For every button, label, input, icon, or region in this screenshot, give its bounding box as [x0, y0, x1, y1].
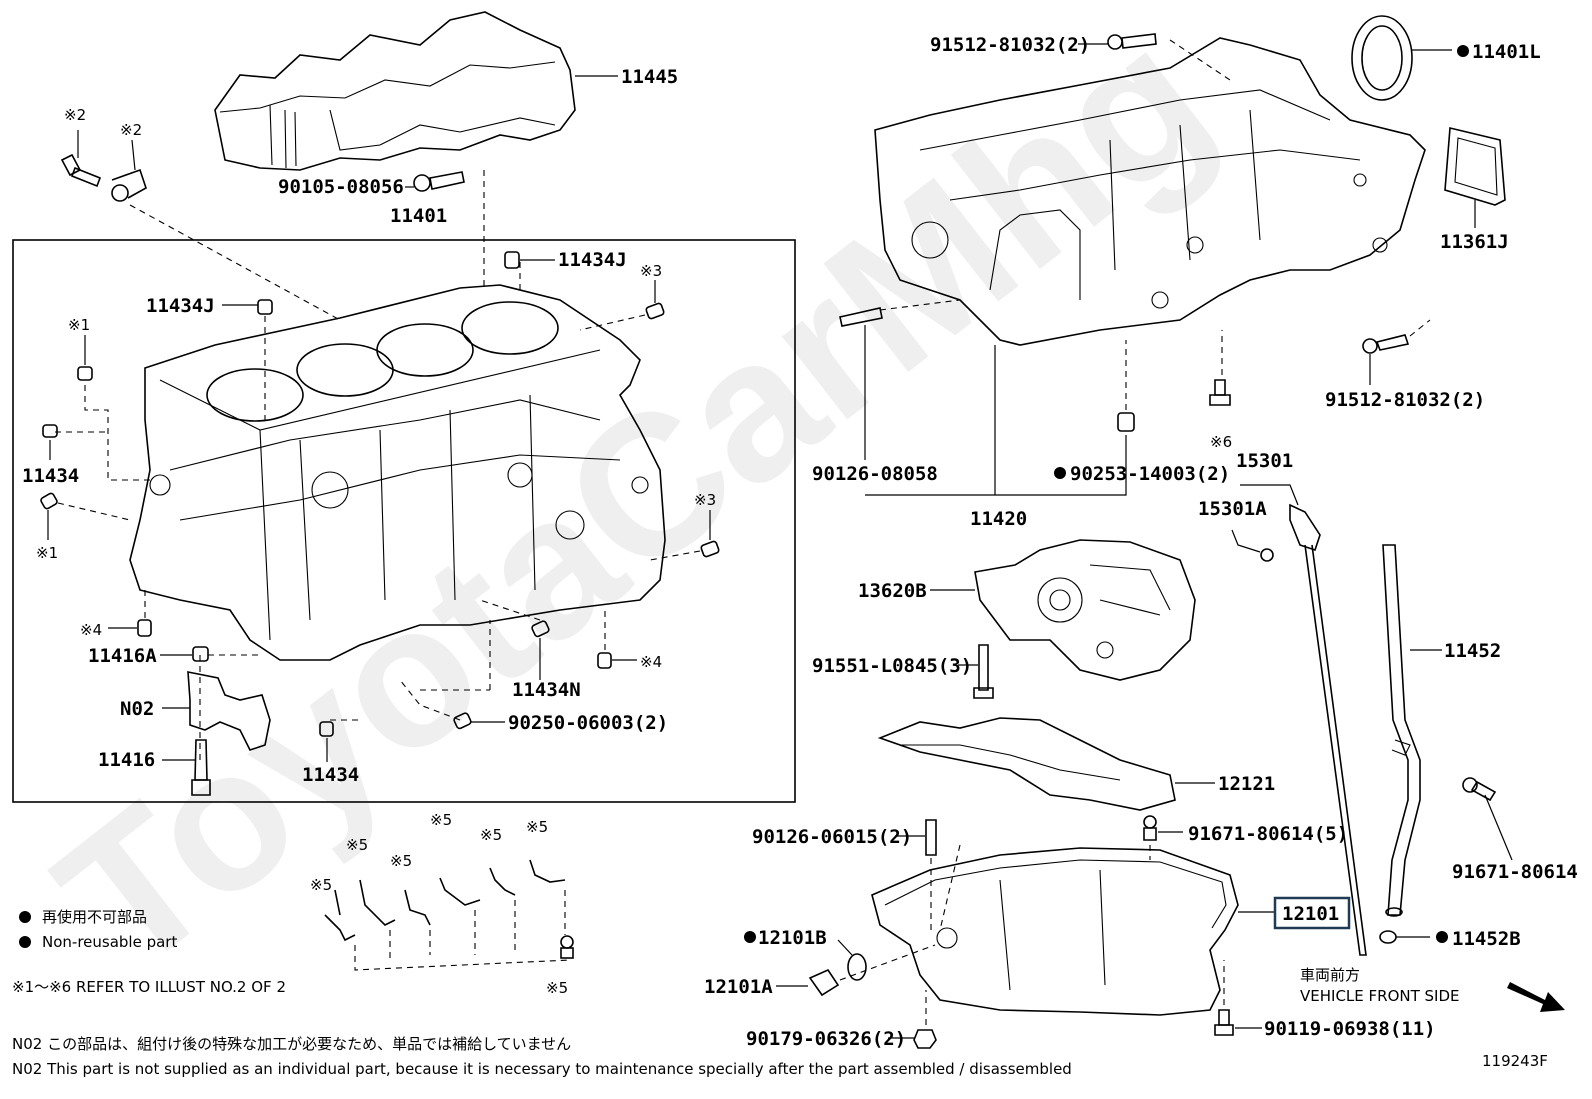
label-91512-a[interactable]: 91512-81032(2) — [930, 34, 1090, 56]
refmark-4a: ※4 — [80, 621, 102, 639]
gauge-guide-11452 — [1382, 544, 1421, 917]
label-91671-80614-5[interactable]: 91671-80614(5) — [1188, 823, 1348, 845]
label-11416[interactable]: 11416 — [98, 749, 155, 771]
refmark-5a: ※5 — [430, 811, 452, 829]
label-11434-a[interactable]: 11434 — [22, 465, 79, 487]
refmark-5f: ※5 — [310, 876, 332, 894]
legend-en: Non-reusable part — [42, 933, 177, 951]
label-11434J-b[interactable]: 11434J — [146, 295, 215, 317]
cover-11361J — [1444, 127, 1506, 206]
refmark-3b: ※3 — [694, 491, 716, 509]
oil-seal-11401L — [1351, 15, 1413, 101]
drain-plug-12101A — [808, 968, 840, 997]
block-frame — [12, 239, 796, 803]
refmark-6: ※6 — [1210, 433, 1232, 451]
bolt-91512-right — [1362, 334, 1410, 354]
label-90105-08056[interactable]: 90105-08056 — [278, 176, 404, 198]
oil-pump-13620B — [974, 539, 1196, 681]
bolt-91671-5 — [1143, 815, 1157, 841]
bolt-91512-top — [1107, 33, 1157, 50]
label-11445[interactable]: 11445 — [621, 66, 678, 88]
label-11452[interactable]: 11452 — [1444, 640, 1501, 662]
nut-90179 — [913, 1029, 937, 1049]
label-13620B[interactable]: 13620B — [858, 580, 927, 602]
label-11434N[interactable]: 11434N — [512, 679, 581, 701]
label-90119-06938[interactable]: 90119-06938(11) — [1264, 1018, 1436, 1040]
label-90253-14003[interactable]: 90253-14003(2) — [1070, 463, 1230, 485]
label-N02[interactable]: N02 — [120, 698, 154, 720]
bolt-ref2 — [60, 153, 147, 202]
label-12101A[interactable]: 12101A — [704, 976, 773, 998]
note-n02-jp: N02 この部品は、組付け後の特殊な加工が必要なため、単品では補給していません — [12, 1035, 571, 1053]
dowel-90253 — [1117, 412, 1135, 432]
stud-90126-06015 — [925, 819, 937, 856]
label-90126-08058[interactable]: 90126-08058 — [812, 463, 938, 485]
gasket-12101B — [847, 953, 867, 981]
refmark-5c: ※5 — [480, 826, 502, 844]
label-12101[interactable]: 12101 — [1282, 903, 1339, 925]
legend-refer: ※1～※6 REFER TO ILLUST NO.2 OF 2 — [12, 978, 286, 996]
legend-jp: 再使用不可部品 — [42, 908, 147, 926]
label-11420[interactable]: 11420 — [970, 508, 1027, 530]
front-arrow-icon — [1507, 982, 1565, 1012]
bolt-91671 — [1462, 777, 1497, 802]
label-11434J-a[interactable]: 11434J — [558, 249, 627, 271]
baffle-plate-12121 — [877, 717, 1176, 811]
bolt-ref6 — [1209, 379, 1231, 406]
label-11361J[interactable]: 11361J — [1440, 231, 1509, 253]
bolt-90105 — [413, 171, 465, 192]
o-ring-11452B — [1379, 930, 1397, 944]
bolt-90119 — [1214, 1009, 1234, 1036]
label-15301[interactable]: 15301 — [1236, 450, 1293, 472]
label-91551-L0845[interactable]: 91551-L0845(3) — [812, 655, 972, 677]
label-11401[interactable]: 11401 — [390, 205, 447, 227]
refmark-4b: ※4 — [640, 653, 662, 671]
note-n02-en: N02 This part is not supplied as an indi… — [12, 1060, 1072, 1078]
label-11401L[interactable]: 11401L — [1472, 41, 1541, 63]
bolt-91551 — [973, 644, 994, 699]
front-jp: 車両前方 — [1300, 966, 1360, 984]
refmark-2b: ※2 — [120, 121, 142, 139]
oil-jets-ref5 — [324, 859, 574, 959]
refmark-5g: ※5 — [546, 979, 568, 997]
front-en: VEHICLE FRONT SIDE — [1300, 987, 1460, 1005]
legend-dot-2 — [19, 936, 31, 948]
bolt-11416 — [191, 739, 211, 796]
legend-dot — [19, 911, 31, 923]
oil-pan-12101 — [871, 847, 1239, 1016]
refmark-1b: ※1 — [36, 544, 58, 562]
bearing-cap-N02 — [187, 671, 271, 751]
label-90250-06003[interactable]: 90250-06003(2) — [508, 712, 668, 734]
cylinder-block — [129, 284, 666, 661]
illust-id: 119243F — [1482, 1052, 1548, 1070]
label-91671-80614[interactable]: 91671-80614 — [1452, 861, 1578, 883]
label-11416A[interactable]: 11416A — [88, 645, 157, 667]
refmark-5e: ※5 — [390, 852, 412, 870]
crankcase-11420 — [874, 37, 1426, 346]
refmark-2a: ※2 — [64, 106, 86, 124]
refmark-5b: ※5 — [526, 818, 548, 836]
label-11452B[interactable]: 11452B — [1452, 928, 1521, 950]
label-91512-b[interactable]: 91512-81032(2) — [1325, 389, 1485, 411]
dipstick-15301 — [1260, 503, 1367, 956]
refmark-3a: ※3 — [640, 262, 662, 280]
highlight-box-12101 — [1273, 896, 1351, 930]
label-15301A[interactable]: 15301A — [1198, 498, 1267, 520]
label-90126-06015[interactable]: 90126-06015(2) — [752, 826, 912, 848]
label-11434-b[interactable]: 11434 — [302, 764, 359, 786]
label-12101B[interactable]: 12101B — [758, 927, 827, 949]
stud-90126-08058 — [839, 307, 883, 327]
refmark-5d: ※5 — [346, 836, 368, 854]
refmark-1a: ※1 — [68, 316, 90, 334]
label-90179-06326[interactable]: 90179-06326(2) — [746, 1028, 906, 1050]
label-12121[interactable]: 12121 — [1218, 773, 1275, 795]
water-jacket-spacer — [214, 11, 576, 171]
